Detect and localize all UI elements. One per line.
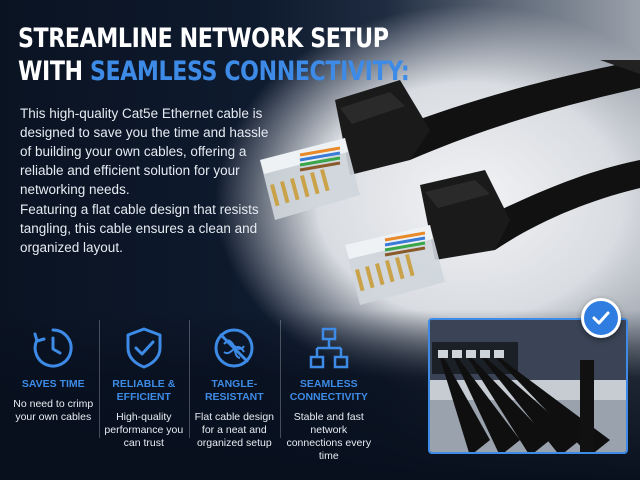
clock-icon: [33, 328, 73, 368]
feature-reliable: RELIABLE & EFFICIENT High-quality perfor…: [98, 318, 190, 468]
check-badge-icon: [581, 298, 621, 338]
feature-title: TANGLE-RESISTANT: [204, 378, 264, 403]
feature-description: High-quality performance you can trust: [104, 411, 184, 449]
description-paragraph-1: This high-quality Cat5e Ethernet cable i…: [20, 106, 269, 197]
tangle-resistant-icon: [214, 328, 254, 368]
ethernet-cable-image: [260, 60, 640, 305]
switch-photo-image: [430, 320, 626, 452]
headline-line2-accent: SEAMLESS CONNECTIVITY:: [89, 56, 410, 87]
feature-description: Stable and fast network connections ever…: [286, 411, 372, 462]
feature-description: Flat cable design for a neat and organiz…: [194, 411, 275, 449]
headline-line2: WITH SEAMLESS CONNECTIVITY:: [18, 55, 410, 88]
feature-tangle-resistant: TANGLE-RESISTANT Flat cable design for a…: [189, 318, 280, 468]
feature-title: RELIABLE & EFFICIENT: [112, 378, 176, 403]
headline: STREAMLINE NETWORK SETUP WITH SEAMLESS C…: [18, 22, 410, 88]
description-paragraph-2: Featuring a flat cable design that resis…: [20, 202, 259, 255]
switch-inset-photo: [428, 318, 628, 454]
feature-title: SEAMLESS CONNECTIVITY: [289, 378, 368, 403]
network-icon: [309, 327, 349, 369]
feature-seamless-connectivity: SEAMLESS CONNECTIVITY Stable and fast ne…: [279, 318, 378, 468]
feature-saves-time: SAVES TIME No need to crimp your own cab…: [8, 318, 99, 468]
headline-line2-white: WITH: [18, 56, 90, 87]
feature-title: SAVES TIME: [21, 378, 85, 390]
headline-line1: STREAMLINE NETWORK SETUP: [18, 23, 389, 54]
feature-description: No need to crimp your own cables: [13, 398, 94, 423]
features-row: SAVES TIME No need to crimp your own cab…: [8, 318, 378, 468]
shield-check-icon: [126, 327, 162, 369]
